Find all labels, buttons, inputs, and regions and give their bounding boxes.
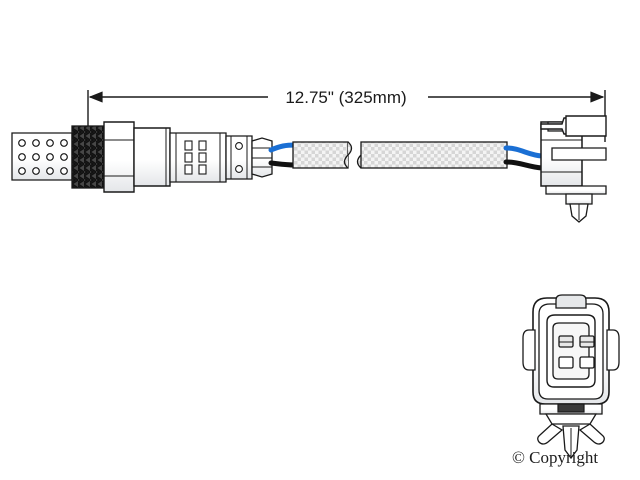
- ferrule-slot: [198, 152, 207, 163]
- shield-hole: [32, 153, 40, 161]
- cable-sheath-segment-right: [356, 141, 508, 169]
- release-prong-right: [578, 423, 605, 445]
- shield-hole: [60, 153, 68, 161]
- shield-hole-grid: [18, 139, 68, 175]
- release-shoulder: [544, 413, 598, 425]
- sensor-tip-shield: [11, 132, 73, 181]
- hex-nut-outline: [103, 121, 135, 193]
- shield-hole: [46, 167, 54, 175]
- harness-connector-side-view: [540, 115, 607, 223]
- ferrule-slot: [198, 140, 207, 151]
- shield-hole: [32, 167, 40, 175]
- housing-slot: [551, 147, 607, 161]
- blue-signal-wire: [503, 145, 545, 159]
- crimp-ferrule-slotted: [169, 132, 227, 183]
- shield-hole: [18, 139, 26, 147]
- latch-block: [565, 115, 607, 137]
- face-base-keyway: [557, 403, 585, 413]
- shield-hole: [60, 167, 68, 175]
- release-prong-left: [537, 423, 564, 445]
- shield-hole: [46, 153, 54, 161]
- threaded-section: [71, 125, 105, 189]
- vent-hole: [235, 165, 243, 173]
- shield-hole: [32, 139, 40, 147]
- wire-exit-right: [503, 145, 545, 171]
- ferrule-slot: [184, 140, 193, 151]
- housing-base-flange: [545, 185, 607, 195]
- black-ground-wire: [268, 160, 298, 168]
- ferrule-slot-group: [184, 140, 207, 175]
- mounting-clip-stem: [565, 193, 593, 205]
- terminal-cavity-3: [558, 356, 574, 369]
- retention-wing-left: [522, 329, 536, 371]
- shield-hole: [60, 139, 68, 147]
- sensor-shoulder: [133, 127, 171, 187]
- sheath-body: [292, 141, 349, 169]
- hex-nut: [103, 121, 135, 193]
- copyright-notice: © Copyright: [512, 448, 598, 467]
- sheath-body: [360, 141, 508, 169]
- terminal-cavity-group: [558, 335, 595, 369]
- vented-ferrule-outline: [225, 135, 253, 180]
- shield-hole: [18, 153, 26, 161]
- harness-connector-face-view: [522, 294, 620, 460]
- cable-break-symbol-left: [343, 141, 353, 169]
- strain-relief-boot: [251, 137, 273, 178]
- thread-body: [71, 125, 105, 189]
- shield-hole: [46, 139, 54, 147]
- copyright-text: © Copyright: [512, 448, 598, 467]
- vented-ferrule: [225, 135, 253, 180]
- black-ground-wire: [503, 159, 545, 171]
- ferrule-slot: [198, 164, 207, 175]
- shield-hole: [18, 167, 26, 175]
- polarization-key: [555, 294, 587, 309]
- dimension-label: 12.75" (325mm): [285, 88, 406, 107]
- ferrule-slot: [184, 152, 193, 163]
- ferrule-slot: [184, 164, 193, 175]
- shoulder-outline: [133, 127, 171, 187]
- terminal-cavity-plate: [552, 322, 590, 380]
- cable-sheath-segment-left: [292, 141, 353, 169]
- retention-wing-right: [606, 329, 620, 371]
- ferrule-outline: [169, 132, 227, 183]
- terminal-cavity-4: [579, 356, 595, 369]
- vent-hole: [235, 142, 243, 150]
